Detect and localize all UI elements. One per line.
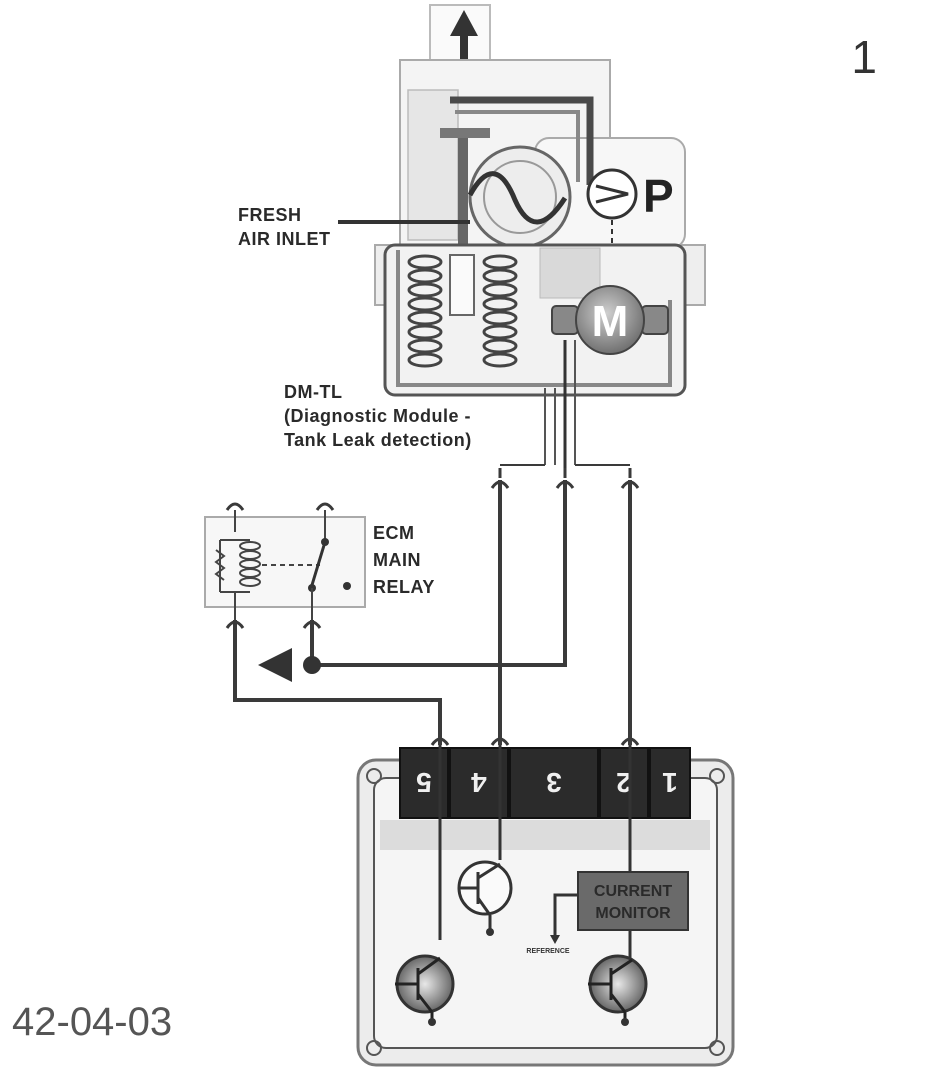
dmtl-module: P M <box>374 4 706 470</box>
pin-4-label: 4 <box>471 767 487 798</box>
reference-label: REFERENCE <box>526 948 570 955</box>
supply-arrow-icon <box>258 648 292 682</box>
pin-5-label: 5 <box>416 767 432 798</box>
figure-code: 42-04-03 <box>12 1000 173 1044</box>
current-monitor-line2: MONITOR <box>595 905 671 922</box>
wire-relay-feed <box>312 480 567 667</box>
page-number: 1 <box>851 31 877 83</box>
dmtl-label: DM-TL (Diagnostic Module - Tank Leak det… <box>284 380 472 452</box>
junction-dot <box>303 656 321 674</box>
dmtl-line1: DM-TL <box>284 382 343 402</box>
pin-4 <box>449 747 509 819</box>
ecm-main-relay <box>204 510 366 620</box>
pin-2 <box>599 747 649 819</box>
transistor-right-icon <box>588 954 648 1026</box>
spring-right <box>482 254 518 368</box>
pin-3-label: 3 <box>546 767 562 798</box>
transistor-center-icon <box>457 860 513 930</box>
ecm-main-relay-label: ECM MAIN RELAY <box>373 520 435 601</box>
fresh-air-inlet-label: FRESH AIR INLET <box>238 203 331 251</box>
wiring <box>233 464 632 745</box>
spring-left <box>407 254 443 368</box>
relay-line2: MAIN <box>373 550 421 570</box>
dmtl-line2: (Diagnostic Module - <box>284 406 471 426</box>
pump-letter: P <box>643 170 674 222</box>
relay-line3: RELAY <box>373 577 435 597</box>
fresh-air-line2: AIR INLET <box>238 229 331 249</box>
current-monitor-box <box>577 871 689 931</box>
connector-hooks <box>225 480 640 746</box>
transistor-left-icon <box>395 954 455 1026</box>
fresh-air-line1: FRESH <box>238 205 302 225</box>
pin-1-label: 1 <box>662 767 678 798</box>
pin-2-label: 2 <box>616 767 632 798</box>
air-duct <box>450 96 594 185</box>
current-monitor-line1: CURRENT <box>594 883 672 900</box>
ecm-connector: 5 4 3 2 1 <box>399 747 691 819</box>
relay-line1: ECM <box>373 523 415 543</box>
wire-pin-5 <box>233 620 442 745</box>
dmtl-line3: Tank Leak detection) <box>284 430 472 450</box>
pin-3 <box>509 747 599 819</box>
pin-1 <box>649 747 691 819</box>
motor-letter: M <box>592 297 629 346</box>
pump-icon <box>586 168 638 220</box>
motor-icon <box>575 285 645 355</box>
